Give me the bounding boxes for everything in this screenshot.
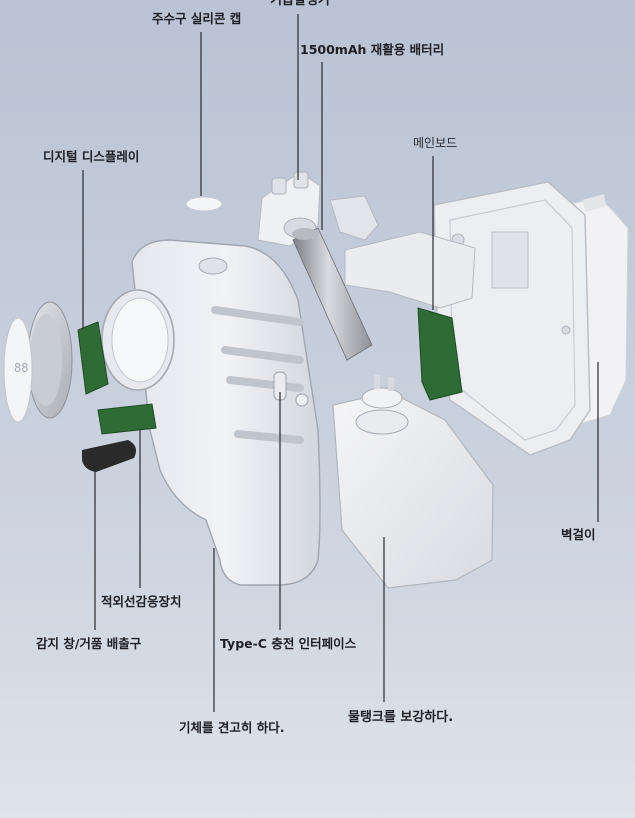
main-body-shell bbox=[131, 239, 321, 586]
battery bbox=[292, 227, 373, 361]
leader-lines bbox=[82, 14, 599, 712]
front-opening bbox=[101, 289, 175, 391]
label-battery: 1500mAh 재활용 배터리 bbox=[300, 42, 444, 57]
mainboard-pcb bbox=[417, 307, 463, 401]
label-water-tank: 물탱크를 보강하다. bbox=[348, 709, 453, 725]
label-digital-display: 디지털 디스플레이 bbox=[43, 149, 139, 164]
ir-sensor-board bbox=[97, 403, 157, 435]
display-pcb bbox=[77, 321, 109, 395]
label-body: 기체를 견고히 하다. bbox=[179, 720, 284, 735]
label-foam-outlet: 감지 창/거품 배출구 bbox=[36, 636, 142, 651]
foam-generator bbox=[257, 171, 321, 247]
label-mainboard: 메인보드 bbox=[413, 136, 457, 150]
label-wall-mount: 벽걸이 bbox=[561, 527, 596, 542]
label-type-c: Type-C 충전 인터페이스 bbox=[220, 636, 357, 651]
pump-bracket bbox=[329, 195, 476, 309]
water-tank bbox=[332, 375, 494, 589]
label-top-cut: 기습발생기 bbox=[270, 0, 330, 8]
back-frame bbox=[433, 181, 591, 456]
labels: 기습발생기 주수구 실리콘 캡 1500mAh 재활용 배터리 디지털 디스플레… bbox=[36, 0, 596, 735]
display-disc bbox=[27, 301, 73, 419]
silicone-cap bbox=[185, 196, 223, 212]
label-ir-sensor: 적외선감응장치 bbox=[101, 594, 182, 609]
label-silicone-cap: 주수구 실리콘 캡 bbox=[152, 11, 241, 26]
front-cover-disc bbox=[3, 317, 33, 423]
display-digits: 88 bbox=[14, 361, 28, 375]
foam-outlet-nozzle bbox=[82, 440, 136, 472]
